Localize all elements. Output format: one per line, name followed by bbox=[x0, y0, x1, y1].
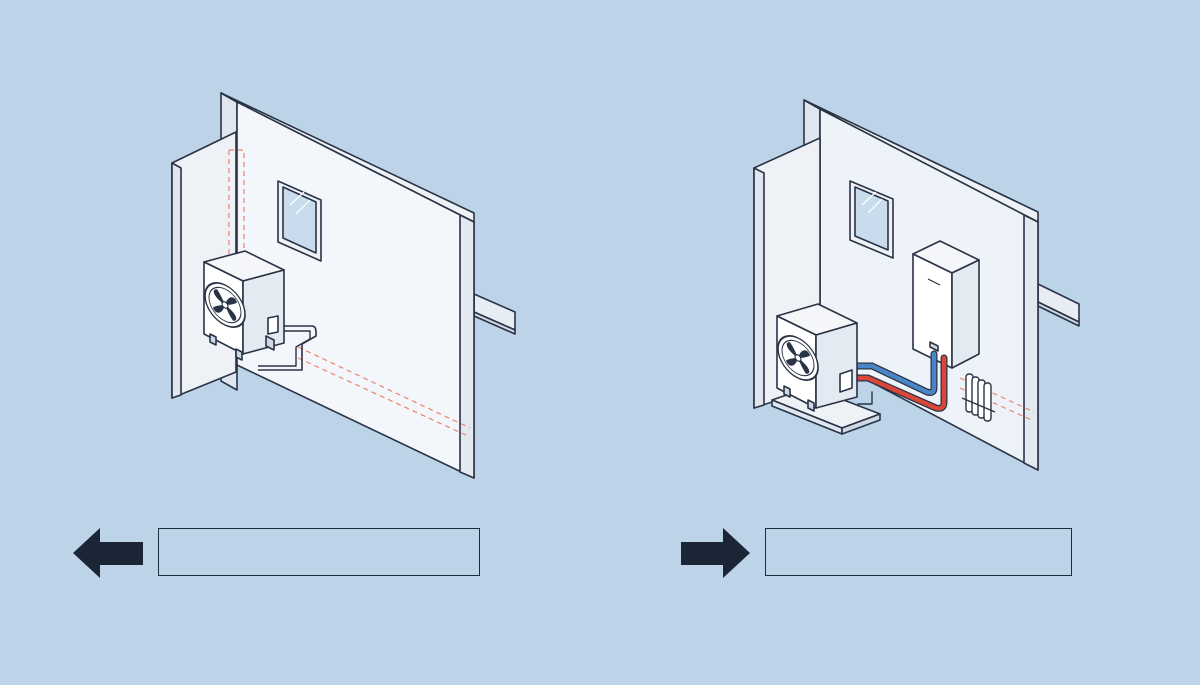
heating-pipes bbox=[844, 350, 948, 412]
arrow-left-icon bbox=[73, 528, 143, 578]
right-scene bbox=[753, 99, 1080, 471]
fan-icon bbox=[204, 282, 246, 328]
arrow-right-icon bbox=[681, 528, 750, 578]
left-guide-lines bbox=[228, 149, 471, 438]
left-window bbox=[277, 180, 322, 262]
label-box-left bbox=[158, 528, 480, 576]
fan-icon bbox=[777, 335, 819, 381]
left-scene bbox=[171, 92, 516, 479]
radiator-icon bbox=[961, 373, 996, 422]
right-window bbox=[849, 180, 894, 259]
left-floor-slab bbox=[473, 293, 516, 335]
label-box-right bbox=[765, 528, 1072, 576]
right-outdoor-unit bbox=[776, 303, 858, 412]
indoor-unit bbox=[912, 240, 980, 369]
